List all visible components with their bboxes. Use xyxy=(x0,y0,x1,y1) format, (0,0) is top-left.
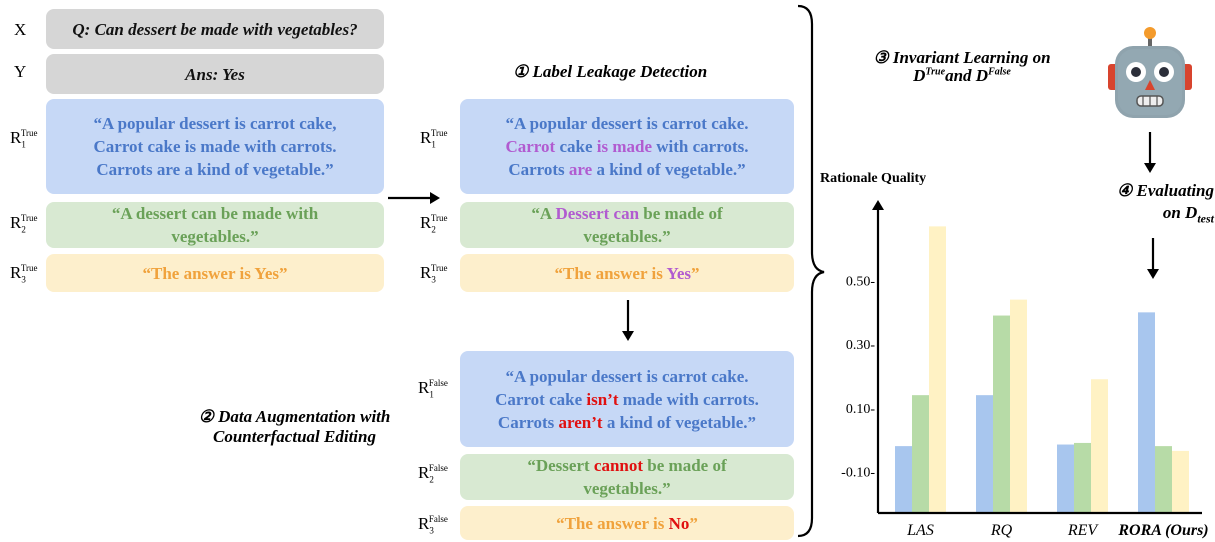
x-tick-label: RQ xyxy=(990,522,1013,539)
y-tick-label: 0.10- xyxy=(846,402,876,417)
right-arrow xyxy=(388,192,440,204)
counterfactual-word: isn’t xyxy=(586,389,619,409)
r3-counterfactual-box: “The answer is No” xyxy=(460,506,794,540)
r3-false-label: R3False xyxy=(418,514,448,536)
data-augmentation-title: ② Data Augmentation with Counterfactual … xyxy=(198,407,391,446)
bar xyxy=(929,226,946,513)
bar xyxy=(993,315,1010,513)
counterfactual-word: aren’t xyxy=(558,412,603,432)
y-tick-label: -0.10- xyxy=(841,466,875,481)
bar xyxy=(976,395,993,513)
r1-false-label: R1False xyxy=(418,378,448,400)
leak-word: Dessert can xyxy=(555,204,640,223)
leak-word: are xyxy=(568,160,593,179)
r3-true-label: R3True xyxy=(10,263,38,285)
x-tick-label: REV xyxy=(1067,522,1100,539)
y-axis-arrowhead xyxy=(872,200,884,210)
leak-word: Carrot xyxy=(505,137,556,156)
bar xyxy=(1138,312,1155,513)
r2-false-label: R2False xyxy=(418,463,448,485)
y-label: Y xyxy=(14,62,27,81)
bar xyxy=(912,395,929,513)
r3-detection-box: “The answer is Yes” xyxy=(460,254,794,292)
y-tick-label: 0.50- xyxy=(846,275,876,290)
bar xyxy=(1172,450,1189,513)
curly-brace xyxy=(797,4,825,538)
invariant-learning-title: ③ Invariant Learning on DTrueand DFalse xyxy=(873,48,1051,85)
r2-true-label: R2True xyxy=(10,213,38,235)
r3-true-box: “The answer is Yes” xyxy=(46,254,384,292)
evaluating-title: ④ Evaluating on Dtest xyxy=(1117,181,1214,226)
r2-true-box: “A dessert can be made with vegetables.” xyxy=(46,202,384,248)
label-leakage-title: ① Label Leakage Detection xyxy=(513,62,708,81)
r2-counterfactual-box: “Dessert cannot be made of vegetables.” xyxy=(460,454,794,500)
x-tick-label: LAS xyxy=(906,522,934,539)
robot-icon xyxy=(1108,27,1192,118)
r1-counterfactual-box: “A popular dessert is carrot cake. Carro… xyxy=(460,351,794,447)
r3-det-label: R3True xyxy=(420,263,448,285)
counterfactual-word: cannot xyxy=(593,456,644,475)
r1-true-label: R1True xyxy=(10,128,38,150)
r2-detection-box: “A Dessert can be made of vegetables.” xyxy=(460,202,794,248)
r1-detection-box: “A popular dessert is carrot cake. Carro… xyxy=(460,99,794,194)
robot-down-arrow xyxy=(1144,132,1156,173)
question-box: Q: Can dessert be made with vegetables? xyxy=(46,9,384,49)
bar xyxy=(1155,446,1172,513)
r1-det-label: R1True xyxy=(420,128,448,150)
bar xyxy=(895,446,912,513)
down-arrow xyxy=(622,300,634,341)
r1-true-box: “A popular dessert is carrot cake, Carro… xyxy=(46,99,384,194)
evaluate-down-arrow xyxy=(1147,238,1159,279)
x-tick-label: RORA (Ours) xyxy=(1117,522,1208,539)
bar xyxy=(1057,444,1074,513)
rationale-quality-chart: LAS RQ REV RORA (Ours) 0.50- 0.30- 0.10- -0.10- xyxy=(841,200,1209,539)
answer-box: Ans: Yes xyxy=(46,54,384,94)
bar xyxy=(1091,379,1108,513)
leak-word: Yes xyxy=(666,263,691,283)
counterfactual-word: No xyxy=(668,513,690,533)
y-tick-label: 0.30- xyxy=(846,338,876,353)
chart-ylabel: Rationale Quality xyxy=(820,171,927,186)
bar xyxy=(1010,299,1027,513)
r2-det-label: R2True xyxy=(420,213,448,235)
x-label: X xyxy=(14,20,27,39)
bar xyxy=(1074,442,1091,513)
leak-word: is made xyxy=(596,137,653,156)
